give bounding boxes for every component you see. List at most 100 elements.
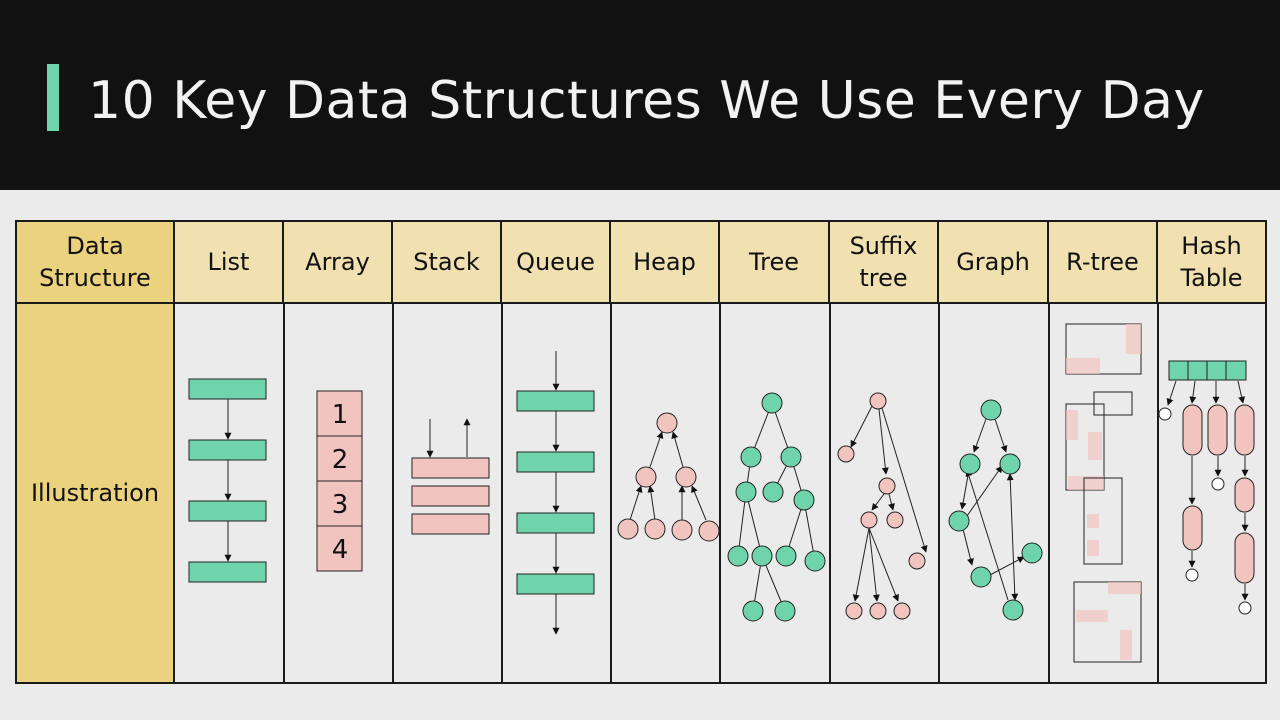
heap-node — [675, 466, 697, 488]
suffix-tree-node — [893, 602, 911, 620]
tree-node — [727, 545, 749, 567]
column-divider — [719, 304, 721, 682]
graph-node — [970, 566, 992, 588]
heap-node — [644, 518, 666, 540]
header-suffix-tree: Suffix tree — [830, 222, 939, 304]
array-cell — [316, 390, 363, 437]
graph-node — [980, 399, 1002, 421]
header-heap: Heap — [611, 222, 720, 304]
header-hash-table: Hash Table — [1158, 222, 1265, 304]
hash-entry — [1234, 532, 1255, 584]
suffix-tree-illustration — [837, 392, 928, 620]
hash-bucket — [1187, 360, 1208, 381]
row-label-illustration: Illustration — [17, 304, 175, 682]
suffix-tree-node — [837, 445, 855, 463]
tree-node — [804, 550, 826, 572]
data-structure-table: Data Structure List Array Stack Queue He… — [15, 220, 1267, 684]
header-list: List — [175, 222, 284, 304]
tree-node — [775, 545, 797, 567]
queue-illustration — [516, 351, 595, 635]
r-tree-region — [1068, 476, 1104, 490]
r-tree-region — [1088, 432, 1102, 460]
r-tree-bounding-box — [1083, 477, 1123, 565]
header-tree: Tree — [720, 222, 830, 304]
column-divider — [283, 304, 285, 682]
r-tree-region — [1066, 358, 1100, 374]
tree-node — [774, 600, 796, 622]
header-queue: Queue — [502, 222, 611, 304]
hash-bucket — [1206, 360, 1227, 381]
array-value: 2 — [332, 445, 349, 475]
heap-illustration — [617, 412, 720, 542]
graph-node — [1021, 542, 1043, 564]
column-divider — [610, 304, 612, 682]
tree-illustration — [727, 392, 826, 622]
list-node — [188, 439, 267, 461]
column-divider — [938, 304, 940, 682]
queue-item — [516, 451, 595, 473]
stack-item — [411, 485, 490, 507]
graph-illustration — [948, 399, 1043, 621]
hash-null-terminator — [1185, 568, 1199, 582]
header-array: Array — [284, 222, 393, 304]
stack-item — [411, 457, 490, 479]
column-divider — [501, 304, 503, 682]
tree-node — [761, 392, 783, 414]
hash-entry — [1207, 404, 1228, 456]
header-corner-label: Data Structure — [17, 222, 175, 304]
suffix-tree-node — [869, 602, 887, 620]
hash-bucket — [1225, 360, 1247, 381]
graph-node — [999, 453, 1021, 475]
hash-entry — [1182, 505, 1203, 551]
list-node — [188, 561, 267, 583]
column-divider — [829, 304, 831, 682]
column-divider — [1048, 304, 1050, 682]
hash-null-terminator — [1238, 601, 1252, 615]
stack-item — [411, 513, 490, 535]
heap-node — [656, 412, 678, 434]
tree-node — [735, 481, 757, 503]
hash-table-illustration — [1158, 360, 1255, 615]
graph-node — [948, 510, 970, 532]
heap-node — [635, 466, 657, 488]
array-value: 1 — [332, 400, 349, 430]
hash-entry — [1234, 477, 1255, 513]
r-tree-region — [1126, 324, 1141, 354]
queue-item — [516, 390, 595, 412]
r-tree-region — [1108, 582, 1141, 594]
tree-node — [762, 481, 784, 503]
hash-bucket — [1168, 360, 1189, 381]
array-cell — [316, 525, 363, 572]
suffix-tree-node — [886, 511, 904, 529]
header-graph: Graph — [939, 222, 1049, 304]
hash-null-terminator — [1211, 477, 1225, 491]
graph-node — [959, 453, 981, 475]
hash-entry — [1234, 404, 1255, 456]
graph-node — [1002, 599, 1024, 621]
header-stack: Stack — [393, 222, 502, 304]
r-tree-bounding-box — [1073, 581, 1142, 663]
list-node — [188, 500, 267, 522]
r-tree-region — [1076, 610, 1108, 622]
tree-node — [742, 600, 764, 622]
tree-node — [793, 489, 815, 511]
r-tree-region — [1120, 630, 1132, 660]
tree-node — [740, 446, 762, 468]
suffix-tree-node — [869, 392, 887, 410]
hash-entry — [1182, 404, 1203, 456]
heap-node — [698, 520, 720, 542]
title-banner: 10 Key Data Structures We Use Every Day — [0, 0, 1280, 190]
page-title: 10 Key Data Structures We Use Every Day — [88, 71, 1205, 131]
array-illustration: 1 2 3 4 — [316, 390, 363, 572]
suffix-tree-node — [878, 477, 896, 495]
array-value: 4 — [332, 535, 349, 565]
r-tree-region — [1087, 514, 1099, 528]
list-node — [188, 378, 267, 400]
array-cell — [316, 435, 363, 482]
column-divider — [1157, 304, 1159, 682]
heap-node — [617, 518, 639, 540]
r-tree-region — [1066, 410, 1078, 440]
array-value: 3 — [332, 490, 349, 520]
stack-illustration — [411, 418, 490, 535]
